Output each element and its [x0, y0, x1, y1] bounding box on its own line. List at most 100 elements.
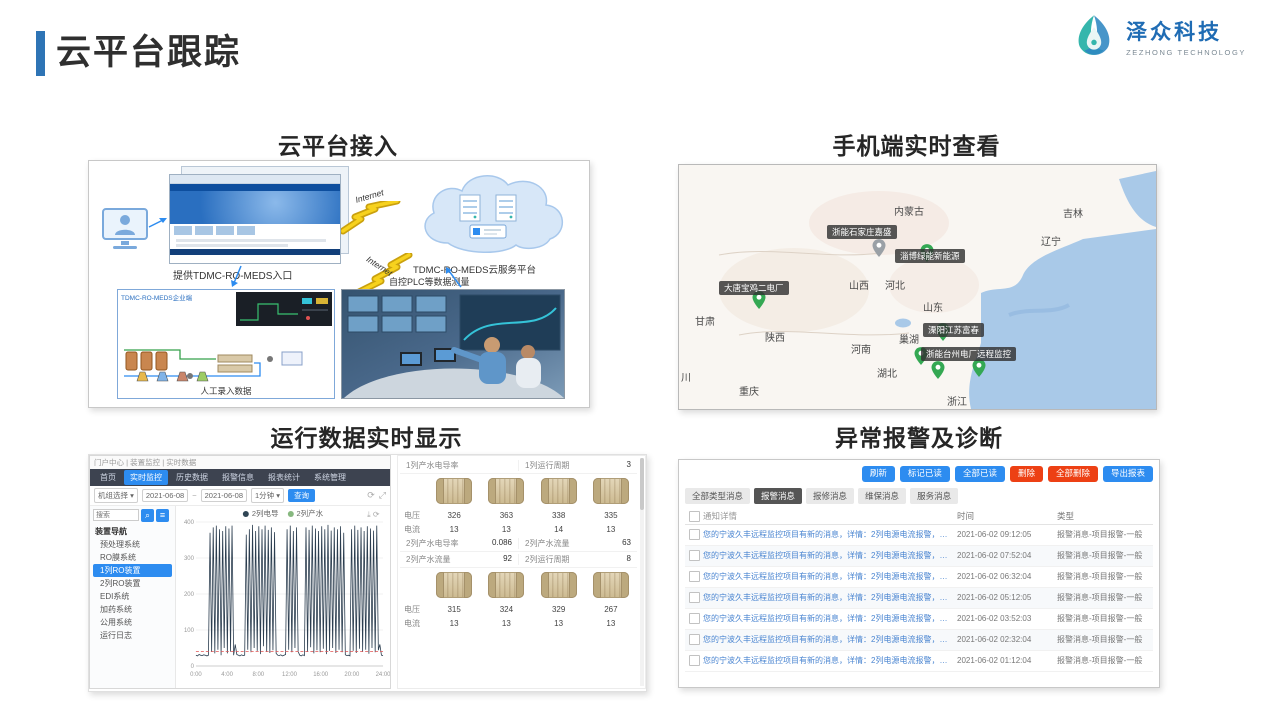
alarm-message[interactable]: 您的宁波久丰远程监控项目有新的消息，详情：2列电源电流报警，备注：无: [703, 656, 957, 666]
tree-item[interactable]: EDI系统: [100, 592, 130, 601]
row-checkbox[interactable]: [688, 550, 700, 562]
alarm-tab[interactable]: 全部类型消息: [685, 487, 751, 504]
nav-item[interactable]: 报警信息: [222, 473, 254, 482]
alarm-message[interactable]: 您的宁波久丰远程监控项目有新的消息，详情：2列电源电流报警，备注：无: [703, 614, 957, 624]
readout-label: 2列产水电导率: [406, 539, 459, 548]
alarm-button[interactable]: 删除: [1009, 466, 1043, 482]
alarm-button[interactable]: 标记已读: [899, 466, 950, 482]
tree-item[interactable]: 加药系统: [100, 605, 132, 614]
manual-entry-caption: 人工录入数据: [200, 386, 252, 396]
nav-item[interactable]: 系统管理: [314, 473, 346, 482]
dashboard-window: 门户中心 | 装置监控 | 实时数据 首页实时监控历史数据报警信息报表统计系统管…: [89, 455, 391, 689]
alarm-type: 报警消息-项目报警-一般: [1057, 635, 1143, 645]
readout-label: 2列运行周期: [525, 555, 570, 564]
alarm-time: 2021-06-02 06:32:04: [957, 572, 1032, 582]
svg-text:100: 100: [184, 628, 195, 634]
site-navbar: [170, 184, 340, 191]
row-checkbox[interactable]: [688, 571, 700, 583]
server-icon: [459, 194, 481, 222]
nav-item[interactable]: 首页: [100, 473, 116, 482]
search-icon[interactable]: ⌕: [141, 509, 154, 522]
tree-item[interactable]: 2列RO装置: [100, 579, 141, 588]
refresh-icon[interactable]: ⟳: [367, 490, 375, 500]
readout-label: 2列产水流量: [525, 539, 570, 548]
legend-item[interactable]: 2列产水: [287, 508, 323, 519]
membrane-spool-icon: [540, 478, 577, 504]
station-tooltip[interactable]: 浙能石家庄嘉盛: [827, 225, 897, 239]
svg-text:12:00: 12:00: [282, 672, 298, 678]
sidebar-search-input[interactable]: [93, 509, 139, 521]
filter-icons: ⟳⤢: [367, 490, 386, 501]
alarm-button[interactable]: 全部删除: [1047, 466, 1098, 482]
portal-caption: 提供TDMC-RO-MEDS入口: [173, 271, 293, 282]
alarm-button[interactable]: 导出报表: [1102, 466, 1153, 482]
map-pin-icon[interactable]: [931, 361, 945, 379]
alarm-message[interactable]: 您的宁波久丰远程监控项目有新的消息，详情：2列电源电流报警，备注：无: [703, 530, 957, 540]
tree-item[interactable]: 运行日志: [100, 631, 132, 640]
row-checkbox[interactable]: [688, 655, 700, 667]
map-pin-icon[interactable]: [872, 239, 886, 257]
alarm-type: 报警消息-项目报警-一般: [1057, 614, 1143, 624]
site-text-lines: [170, 239, 340, 247]
filter-box[interactable]: 2021-06-08: [141, 489, 189, 502]
row-checkbox[interactable]: [688, 529, 700, 541]
scrollbar-thumb[interactable]: [640, 458, 644, 510]
row-checkbox[interactable]: [688, 592, 700, 604]
enterprise-flow-diagram: TDMC-RO-MEDS企业端: [117, 289, 335, 399]
alarm-message[interactable]: 您的宁波久丰远程监控项目有新的消息，详情：2列电源电流报警，备注：无: [703, 593, 957, 603]
map-pin-icon[interactable]: [972, 359, 986, 377]
nav-item[interactable]: 报表统计: [268, 473, 300, 482]
svg-text:20:00: 20:00: [344, 672, 360, 678]
header-checkbox-cell: [685, 510, 703, 522]
alarm-tab[interactable]: 服务消息: [910, 487, 959, 504]
expand-icon[interactable]: ⤢: [378, 490, 386, 500]
row-checkbox[interactable]: [688, 613, 700, 625]
tree-item[interactable]: 装置导航: [95, 527, 127, 536]
station-tooltip[interactable]: 大唐宝鸡二电厂: [719, 281, 789, 295]
query-button[interactable]: 查询: [288, 489, 316, 502]
alarm-time: 2021-06-02 03:52:03: [957, 614, 1032, 624]
alarm-button[interactable]: 全部已读: [954, 466, 1005, 482]
map-pin-icon[interactable]: [752, 291, 766, 309]
alarm-tab[interactable]: 报修消息: [806, 487, 855, 504]
nav-item[interactable]: 历史数据: [176, 473, 208, 482]
alarm-tab[interactable]: 维保消息: [858, 487, 907, 504]
membrane-spool-icon: [488, 572, 525, 598]
alarm-tab[interactable]: 报警消息: [754, 487, 803, 504]
svg-text:⤓ ⟳: ⤓ ⟳: [367, 510, 380, 519]
tree-item[interactable]: 公用系统: [100, 618, 132, 627]
alarm-message[interactable]: 您的宁波久丰远程监控项目有新的消息，详情：2列电源电流报警，备注：无: [703, 551, 957, 561]
filter-select[interactable]: 机组选择 ▾: [94, 488, 138, 503]
tree-item[interactable]: RO膜系统: [100, 553, 136, 562]
legend-item[interactable]: 2列电导: [242, 508, 279, 519]
select-all-checkbox[interactable]: [688, 510, 700, 522]
menu-icon[interactable]: ≡: [156, 509, 169, 522]
filter-select[interactable]: 1分钟 ▾: [251, 488, 285, 503]
col-header-detail: 通知详情: [703, 511, 738, 522]
nav-item[interactable]: 实时监控: [124, 470, 168, 485]
scrollbar[interactable]: [640, 458, 644, 686]
filter-box[interactable]: 2021-06-08: [200, 489, 247, 502]
row-checkbox[interactable]: [688, 634, 700, 646]
alarm-button[interactable]: 刷新: [861, 466, 895, 482]
station-tooltip[interactable]: 溧阳江苏富春: [923, 323, 985, 337]
tree-item[interactable]: 1列RO装置: [93, 564, 172, 577]
control-room-photo: [341, 289, 565, 399]
chart-legend: 2列电导 2列产水: [242, 508, 323, 519]
alarm-message[interactable]: 您的宁波久丰远程监控项目有新的消息，详情：2列电源电流报警，备注：无: [703, 572, 957, 582]
tree-item[interactable]: 预处理系统: [100, 540, 140, 549]
station-tooltip[interactable]: 浙能台州电厂远程监控: [921, 347, 1017, 361]
membrane-spool-icon: [592, 478, 629, 504]
logo-leaf-icon: [1078, 15, 1110, 55]
alarm-message[interactable]: 您的宁波久丰远程监控项目有新的消息，详情：2列电源电流报警，备注：无: [703, 635, 957, 645]
station-tooltip[interactable]: 淄博绿能新能源: [895, 249, 965, 263]
